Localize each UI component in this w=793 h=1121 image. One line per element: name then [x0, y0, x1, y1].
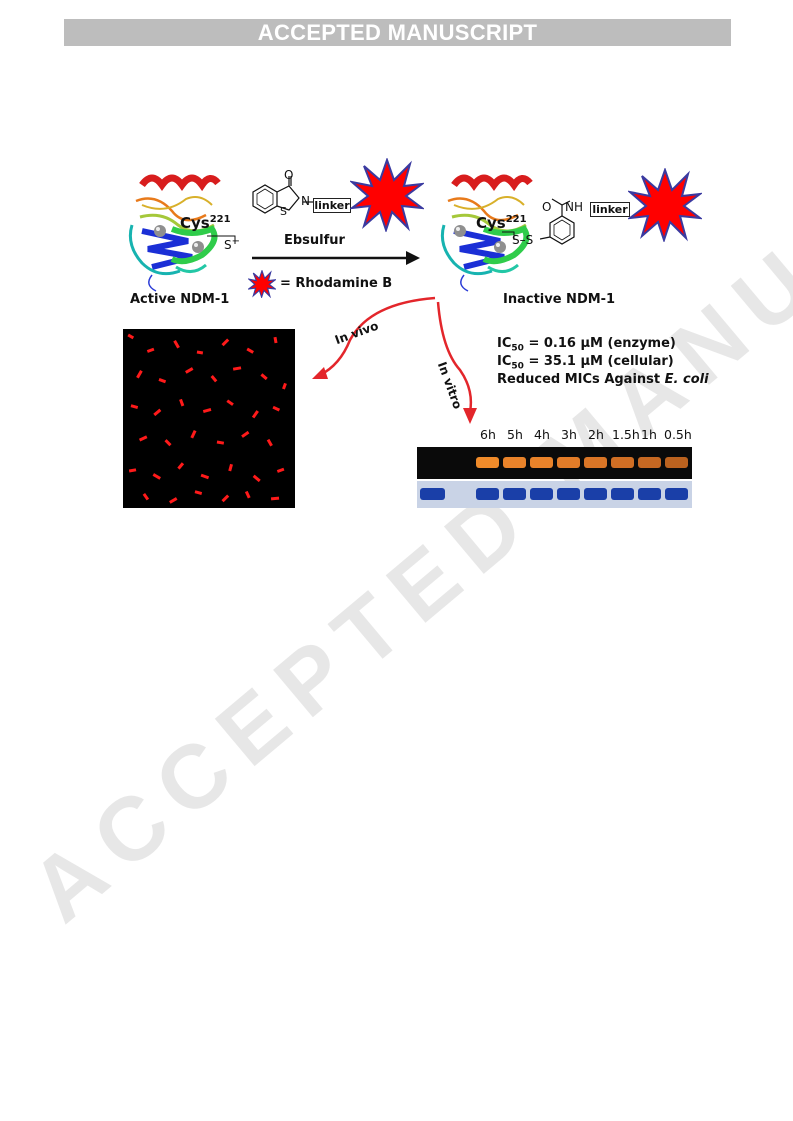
- gel-time-label: 6h: [480, 427, 496, 442]
- ic50-cellular-line: IC50 = 35.1 μM (cellular): [497, 354, 674, 372]
- in-vitro-arrow: [436, 301, 477, 424]
- benzamide-structure: [540, 198, 575, 245]
- oxygen-atom: O: [284, 168, 294, 182]
- cys-superscript: 221: [209, 214, 231, 225]
- cys-label-inactive: Cys221: [476, 214, 527, 232]
- disulfide-bond-line: [502, 231, 515, 240]
- mic-organism: E. coli: [664, 372, 709, 387]
- rhodamine-legend-star-icon: [248, 270, 276, 298]
- gel-time-label: 3h: [561, 427, 577, 442]
- gel-time-label: 1.5h: [612, 427, 640, 442]
- disulfide-atoms: S–S: [512, 233, 534, 247]
- active-ndm1-label: Active NDM-1: [130, 292, 230, 307]
- nitrogen-atom: N: [301, 194, 310, 208]
- linker-box-inactive: linker: [590, 202, 630, 217]
- coomassie-gel: [417, 481, 692, 508]
- ic50-sub: 50: [511, 343, 524, 354]
- ic50-enzyme-line: IC50 = 0.16 μM (enzyme): [497, 336, 676, 354]
- fluorescent-gel: [417, 447, 692, 479]
- in-vivo-arrow: [312, 296, 436, 379]
- ic50-label: IC: [497, 336, 512, 351]
- linker-box-ebsulfur: linker: [313, 198, 351, 213]
- mic-text: Reduced MICs Against: [497, 372, 665, 387]
- gel-time-label: 2h: [588, 427, 604, 442]
- ic50-cellular-value: = 35.1 μM (cellular): [528, 354, 674, 369]
- gel-time-labels: 6h 5h 4h 3h 2h 1.5h 1h 0.5h: [476, 427, 692, 443]
- rhodamine-star-icon: [350, 158, 424, 232]
- minus-charge: −: [231, 236, 241, 247]
- cys-text: Cys: [180, 214, 210, 232]
- cys-text: Cys: [476, 214, 506, 232]
- rhodamine-legend-text: = Rhodamine B: [280, 276, 393, 291]
- fluorescence-image: [123, 329, 295, 508]
- reaction-arrow: [252, 251, 420, 265]
- cys-label-active: Cys221: [180, 214, 231, 232]
- ic50-sub: 50: [511, 361, 524, 372]
- active-ndm1-protein: [128, 174, 221, 292]
- thiolate-atom: S−: [224, 236, 240, 252]
- gel-time-label: 0.5h: [664, 427, 692, 442]
- gel-time-label: 1h: [641, 427, 657, 442]
- sulfur-atom: S: [280, 205, 287, 218]
- inactive-ndm1-protein: [440, 174, 533, 292]
- ic50-enzyme-value: = 0.16 μM (enzyme): [528, 336, 676, 351]
- rhodamine-star-inactive-icon: [628, 168, 702, 242]
- thiolate-bond: [207, 235, 236, 244]
- ic50-label: IC: [497, 354, 512, 369]
- gel-time-label: 4h: [534, 427, 550, 442]
- oxygen-atom-amide: O: [542, 200, 552, 214]
- mic-line: Reduced MICs Against E. coli: [497, 372, 709, 387]
- accepted-manuscript-banner: ACCEPTED MANUSCRIPT: [64, 19, 731, 46]
- s-atom: S: [224, 238, 232, 252]
- nh-group: NH: [565, 200, 583, 214]
- gel-time-label: 5h: [507, 427, 523, 442]
- cys-superscript: 221: [505, 214, 527, 225]
- ebsulfur-label: Ebsulfur: [284, 233, 345, 248]
- inactive-ndm1-label: Inactive NDM-1: [503, 292, 616, 307]
